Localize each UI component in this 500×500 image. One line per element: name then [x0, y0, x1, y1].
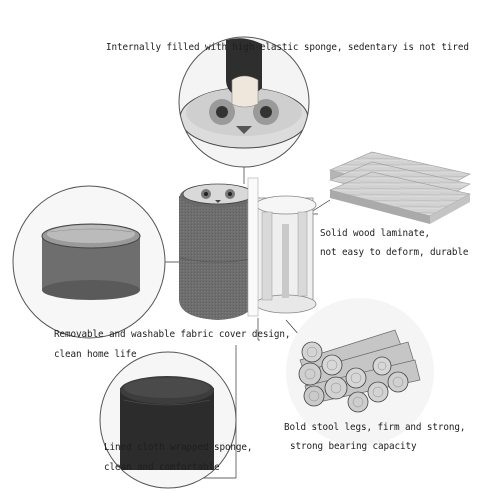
- callout-cloth-line2: clean and comfortable: [104, 462, 220, 473]
- sponge-detail-image: [178, 36, 310, 168]
- callout-fabric-line2: clean home life: [54, 349, 137, 360]
- callout-legs-line1: Bold stool legs, firm and strong,: [284, 422, 466, 433]
- wood-laminate-image: [329, 151, 471, 224]
- stool-legs-image: [286, 298, 434, 446]
- callout-legs-line2: strong bearing capacity: [290, 441, 417, 452]
- cushion-detail-image: [12, 185, 166, 339]
- stool-main-image: [179, 177, 317, 320]
- callout-wood-line2: not easy to deform, durable: [320, 247, 469, 258]
- callout-sponge: Internally filled with high-elastic spon…: [106, 42, 469, 53]
- callout-cloth-line1: Lined cloth wrapped sponge,: [104, 442, 253, 453]
- lined-cloth-image: [99, 351, 237, 489]
- callout-fabric-line1: Removable and washable fabric cover desi…: [54, 329, 291, 340]
- callout-wood-line1: Solid wood laminate,: [320, 228, 430, 239]
